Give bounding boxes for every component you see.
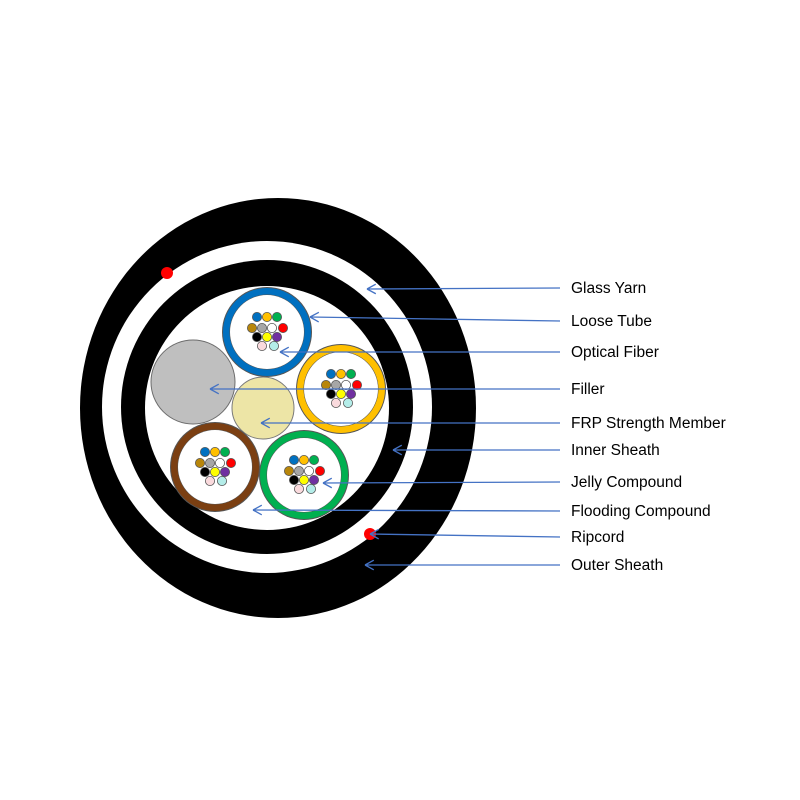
arrow-outer-sheath (364, 559, 560, 571)
optical-fiber (303, 465, 314, 476)
optical-fiber (251, 311, 262, 322)
optical-fiber (335, 368, 346, 379)
optical-fiber (305, 483, 316, 494)
jelly-compound (178, 430, 252, 504)
optical-fiber (340, 379, 351, 390)
optical-fiber (261, 331, 272, 342)
jelly-compound (230, 295, 304, 369)
arrow-inner-sheath (392, 444, 560, 456)
optical-fiber (225, 457, 236, 468)
optical-fiber (298, 474, 309, 485)
label-filler: Filler (571, 381, 605, 398)
arrow-loose-tube (309, 311, 561, 323)
optical-fiber (298, 454, 309, 465)
label-flooding-compound: Flooding Compound (571, 503, 711, 520)
optical-fiber (314, 465, 325, 476)
optical-fiber (325, 388, 336, 399)
optical-fiber (330, 379, 341, 390)
optical-fiber (283, 465, 294, 476)
arrow-optical-fiber (279, 346, 560, 358)
optical-fiber (335, 388, 346, 399)
optical-fiber (204, 475, 215, 486)
optical-fiber (214, 457, 225, 468)
filler-rod (150, 339, 236, 425)
optical-fiber (288, 474, 299, 485)
optical-fiber (209, 466, 220, 477)
optical-fiber (308, 474, 319, 485)
optical-fiber (271, 311, 282, 322)
optical-fiber (194, 457, 205, 468)
optical-fiber (320, 379, 331, 390)
optical-fiber (246, 322, 257, 333)
label-loose-tube: Loose Tube (571, 313, 652, 330)
optical-fiber (256, 340, 267, 351)
loose-tube (222, 287, 312, 377)
arrow-frp-strength-member (260, 417, 560, 429)
arrow-filler (209, 383, 560, 395)
optical-fiber (256, 322, 267, 333)
optical-fiber (345, 368, 356, 379)
optical-fiber (308, 454, 319, 465)
optical-fiber (345, 388, 356, 399)
loose-tube (259, 430, 349, 520)
label-glass-yarn: Glass Yarn (571, 280, 646, 297)
optical-fiber (342, 397, 353, 408)
label-outer-sheath: Outer Sheath (571, 557, 663, 574)
optical-fiber (351, 379, 362, 390)
arrow-jelly-compound (322, 477, 561, 489)
optical-fiber (271, 331, 282, 342)
optical-fiber (199, 466, 210, 477)
frp-strength-member (231, 376, 295, 440)
jelly-compound (267, 438, 341, 512)
optical-fiber (325, 368, 336, 379)
optical-fiber (216, 475, 227, 486)
optical-fiber (219, 466, 230, 477)
label-ripcord: Ripcord (571, 529, 624, 546)
loose-tube (170, 422, 260, 512)
optical-fiber (293, 483, 304, 494)
label-jelly-compound: Jelly Compound (571, 474, 682, 491)
optical-fiber (204, 457, 215, 468)
optical-fiber (268, 340, 279, 351)
optical-fiber (277, 322, 288, 333)
optical-fiber (251, 331, 262, 342)
label-inner-sheath: Inner Sheath (571, 442, 660, 459)
optical-fiber (219, 446, 230, 457)
arrow-ripcord (369, 528, 561, 540)
ripcord-top (161, 267, 173, 279)
optical-fiber (266, 322, 277, 333)
optical-fiber (330, 397, 341, 408)
optical-fiber (261, 311, 272, 322)
arrow-flooding-compound (252, 504, 561, 516)
label-optical-fiber: Optical Fiber (571, 344, 659, 361)
optical-fiber (199, 446, 210, 457)
arrow-glass-yarn (366, 283, 561, 295)
label-frp-strength-member: FRP Strength Member (571, 415, 726, 432)
optical-fiber (288, 454, 299, 465)
optical-fiber (293, 465, 304, 476)
optical-fiber (209, 446, 220, 457)
